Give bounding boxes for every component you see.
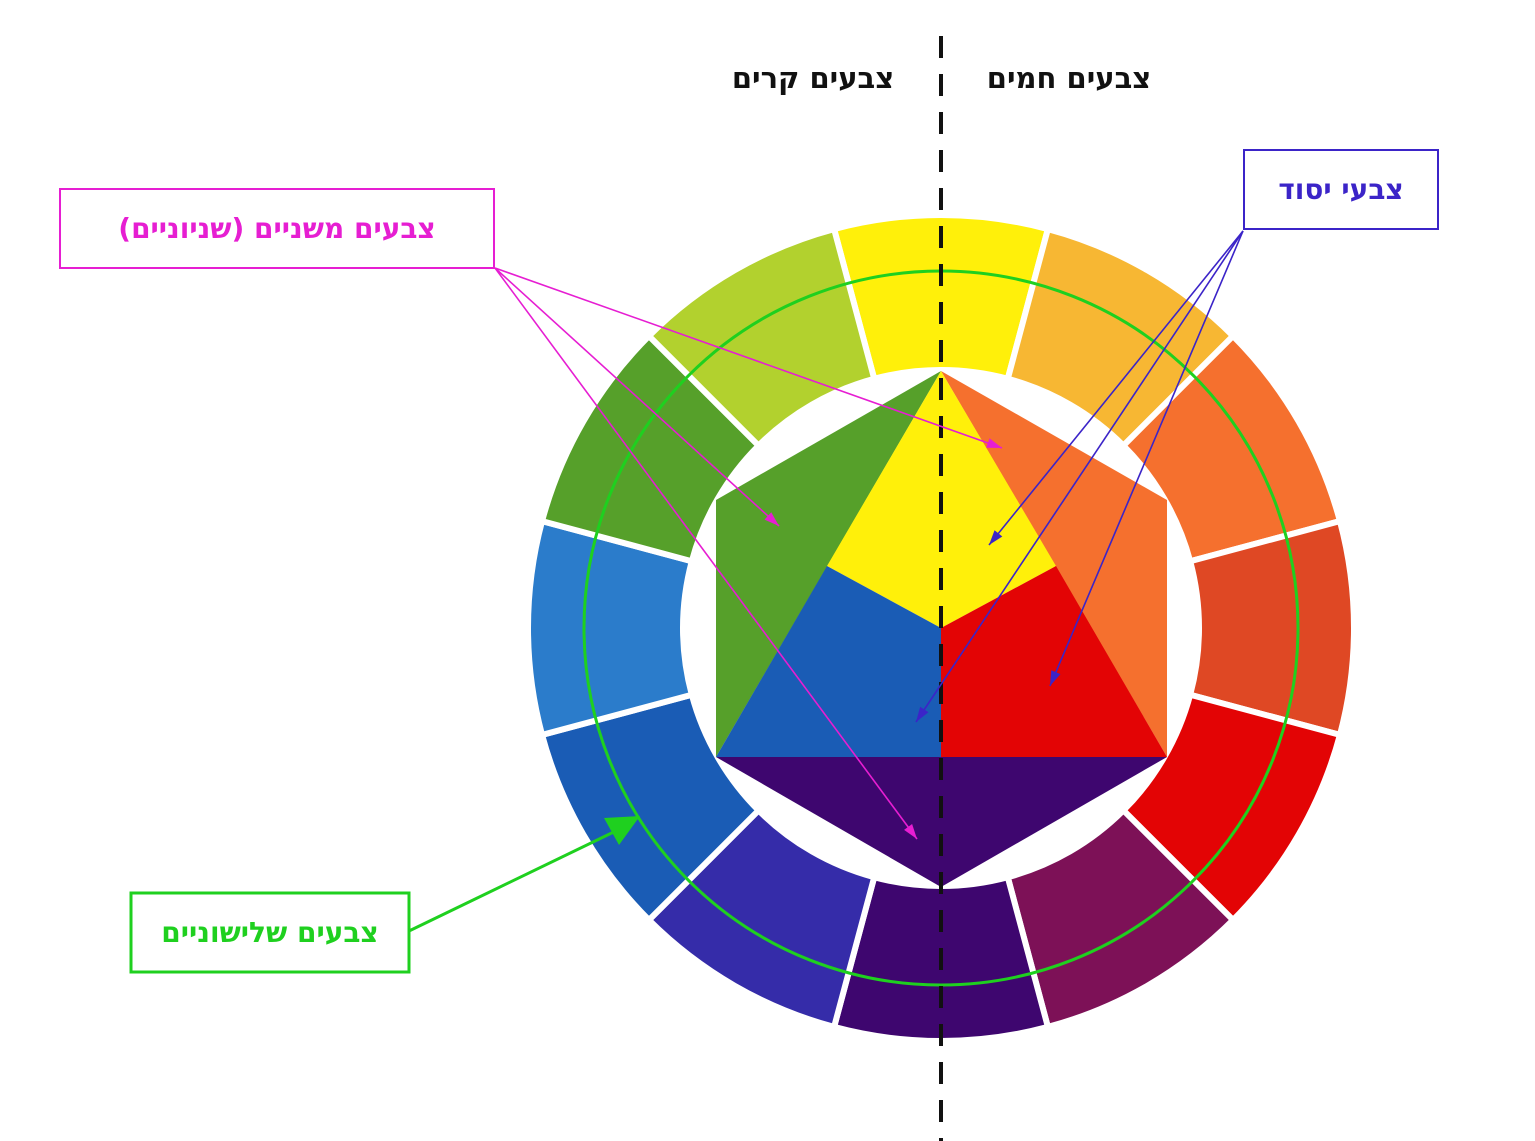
violet-triangle <box>716 757 1167 887</box>
secondary-arrow-orange-head <box>986 438 1002 448</box>
secondary-colors-label: צבעים משניים (שניוניים) <box>118 212 435 245</box>
blue-triangle <box>716 566 941 757</box>
wheel-segment-yellow-green <box>644 225 878 450</box>
primary-arrow-red-head <box>1050 670 1061 686</box>
tertiary-colors-box <box>129 891 411 974</box>
color-wheel-ring <box>525 212 1357 1044</box>
tertiary-colors-label: צבעים שלישוניים <box>161 916 378 949</box>
red-triangle <box>941 566 1167 757</box>
primary-colors-box <box>1243 149 1439 230</box>
secondary-colors-box <box>59 188 495 269</box>
secondary-arrow-violet-head <box>904 823 917 839</box>
primary-colors-label: צבעי יסוד <box>1278 173 1403 206</box>
tertiary-arrow-head <box>604 816 640 845</box>
primary-arrow-yellow <box>988 230 1244 546</box>
cool-colors-label: צבעים קרים <box>732 61 894 95</box>
primary-arrow-blue <box>915 230 1244 723</box>
secondary-arrow-green-head <box>764 512 779 526</box>
primary-arrow-blue-head <box>916 706 929 722</box>
primary-arrow-yellow-head <box>989 530 1003 545</box>
secondary-arrows <box>494 267 1003 840</box>
tertiary-arrow <box>408 816 640 933</box>
tertiary-arrow-line <box>408 826 623 933</box>
secondary-arrow-green <box>494 267 780 527</box>
secondary-arrow-orange <box>494 267 1003 449</box>
primary-arrows <box>915 230 1244 723</box>
warm-colors-label: צבעים חמים <box>987 61 1151 95</box>
primary-arrow-red <box>1049 230 1244 687</box>
secondary-arrow-violet <box>494 267 918 840</box>
